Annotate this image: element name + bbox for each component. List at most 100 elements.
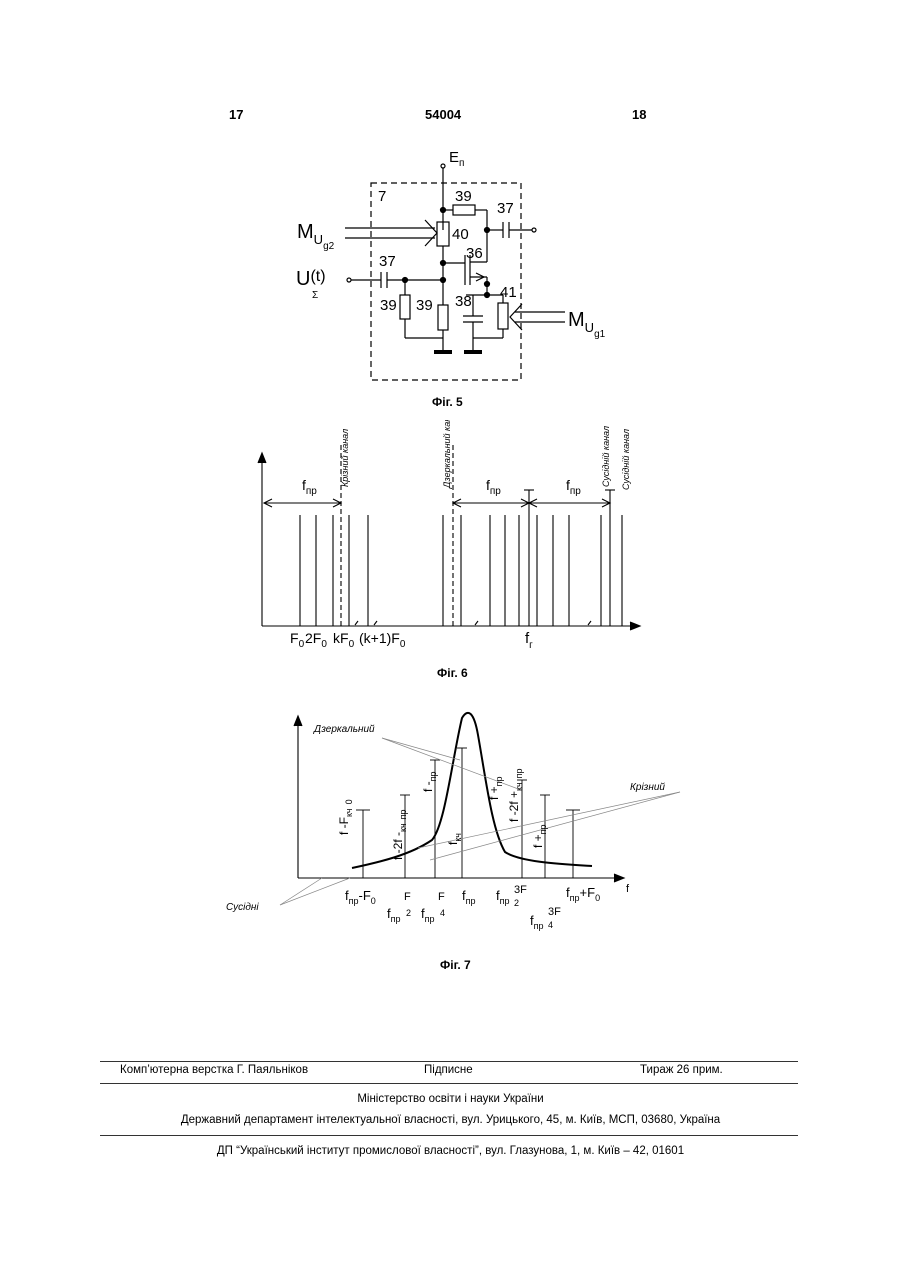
block-7-label: 7 <box>378 188 386 205</box>
axis-kF0-sub: 0 <box>349 639 355 650</box>
rot-r2: f -2f - <box>391 832 405 860</box>
legend-through: Крізний <box>630 782 665 793</box>
label-adjacent-channel-2: Сусідній канал <box>621 429 631 490</box>
svg-text:(k+1)F0: (k+1)F0 <box>359 630 406 650</box>
rot-r3-sub: кч <box>453 833 463 842</box>
fig6-fpr-left-sub: пр <box>306 486 317 497</box>
rot-r7-sub: пр <box>494 776 504 786</box>
footer-rule-3 <box>100 1135 798 1136</box>
axis-kF0: kF <box>333 630 349 646</box>
svg-text:f +пр: f +пр <box>487 776 504 800</box>
tick-h-sub: пр <box>570 893 580 903</box>
page-number-right: 18 <box>632 107 646 122</box>
svg-text:fкч: fкч <box>446 833 463 845</box>
supply-label: E <box>449 149 459 166</box>
rot-r4: f -2f + <box>507 791 521 822</box>
svg-text:Eп: Eп <box>449 149 464 169</box>
svg-text:fпр: fпр <box>566 477 581 497</box>
t36-label: 36 <box>466 245 483 262</box>
frequency-response-curve <box>352 713 592 868</box>
tick-h-rest-sub: 0 <box>595 893 600 903</box>
resistor-41 <box>498 303 508 329</box>
footer-signed: Підписне <box>424 1064 473 1076</box>
svg-text:MUg2: MUg2 <box>297 221 335 252</box>
tick-a-rest-sub: 0 <box>371 896 376 906</box>
usigma-arg: (t) <box>310 268 325 285</box>
svg-text:2F0: 2F0 <box>305 630 327 650</box>
fig7-caption: Фіг. 7 <box>440 958 471 972</box>
r39-left-label: 39 <box>380 297 397 314</box>
fig5-circuit-diagram: Eп 7 39 37 40 36 37 39 39 38 41 MUg2 U(t… <box>290 140 630 390</box>
footer-rule-2 <box>100 1083 798 1084</box>
footer-rule-1 <box>100 1061 798 1062</box>
fig6-fpr-mid-sub: пр <box>490 486 501 497</box>
tick-c-sub: пр <box>425 914 435 924</box>
svg-text:fпр-F0: fпр-F0 <box>345 888 376 906</box>
rot-r6: f - <box>421 781 435 792</box>
footer-print-run: Тираж 26 прим. <box>640 1064 723 1076</box>
svg-text:MUg1: MUg1 <box>568 309 606 340</box>
svg-text:fпр: fпр <box>462 888 476 906</box>
tick-g-den: 4 <box>548 920 553 930</box>
tick-e-sub: пр <box>500 896 510 906</box>
rot-r2-sub: кч <box>398 823 408 832</box>
tick-e-den: 2 <box>514 898 519 908</box>
axis-f: f <box>626 883 630 895</box>
rot-r7: f + <box>487 786 501 800</box>
fig5-caption: Фіг. 5 <box>432 395 463 409</box>
rot-r1-sub2: 0 <box>344 799 354 804</box>
rot-r4-sub2: пр <box>514 768 524 778</box>
fig6-fpr-right-sub: пр <box>570 486 581 497</box>
tick-h-rest: +F <box>580 885 596 900</box>
axis-k1F0: (k+1)F <box>359 630 400 646</box>
usigma-sub: Σ <box>312 290 318 301</box>
rot-r1-sub: кч <box>344 808 354 817</box>
tick-c-frac: F <box>438 891 445 903</box>
fig6-spectrum-diagram: fпр fпр fпр Крізний канал Дзеркальний ка… <box>250 420 650 660</box>
tick-g-sub: пр <box>534 921 544 931</box>
label-adjacent-channel-1: Сусідній канал <box>601 426 611 487</box>
footer-institute: ДП “Український інститут промислової вла… <box>0 1145 901 1157</box>
footer-department: Державний департамент інтелектуальної вл… <box>0 1114 901 1126</box>
svg-text:F0: F0 <box>290 630 305 650</box>
rot-r5-sub: пр <box>538 824 548 834</box>
resistor-39-top <box>453 205 475 215</box>
fig7-response-diagram: Дзеркальний Крізний Сусідні f fпр-F0 fпр… <box>215 700 685 935</box>
c38-label: 38 <box>455 293 472 310</box>
axis-F0: F <box>290 630 299 646</box>
rot-r4-sub: кч <box>514 782 524 791</box>
label-through-channel: Крізний канал <box>340 429 350 487</box>
tick-g-frac: 3F <box>548 906 561 918</box>
axis-k1F0-sub: 0 <box>400 639 406 650</box>
fig6-caption: Фіг. 6 <box>437 666 468 680</box>
tick-e-frac: 3F <box>514 884 527 896</box>
axis-2F0: 2F <box>305 630 321 646</box>
mug1-sub: U <box>585 320 594 335</box>
legend-adjacent: Сусідні <box>226 902 259 913</box>
mug2-label: M <box>297 221 314 243</box>
r39-mid-label: 39 <box>416 297 433 314</box>
mug1-label: M <box>568 309 585 331</box>
svg-text:kF0: kF0 <box>333 630 355 650</box>
legend-mirror: Дзеркальний <box>313 724 375 735</box>
c37-left-label: 37 <box>379 253 396 270</box>
c37-right-label: 37 <box>497 200 514 217</box>
svg-text:fпр: fпр <box>530 913 544 931</box>
footer-layout: Комп’ютерна верстка Г. Паяльніков <box>120 1064 308 1076</box>
tick-a-rest: -F <box>359 888 371 903</box>
svg-text:f -Fкч0: f -Fкч0 <box>337 799 354 835</box>
svg-text:fпр: fпр <box>486 477 501 497</box>
page-number-left: 17 <box>229 107 243 122</box>
axis-F0-sub: 0 <box>299 639 305 650</box>
svg-text:fпр+F0: fпр+F0 <box>566 885 600 903</box>
tick-c-den: 4 <box>440 908 445 918</box>
r39-top-label: 39 <box>455 188 472 205</box>
document-number: 54004 <box>425 107 461 122</box>
svg-text:U(t): U(t) <box>296 268 326 290</box>
tick-b-sub: пр <box>391 914 401 924</box>
r41-label: 41 <box>500 284 517 301</box>
usigma-label: U <box>296 268 310 290</box>
svg-text:fпр: fпр <box>387 906 401 924</box>
footer-ministry: Міністерство освіти і науки України <box>0 1093 901 1105</box>
tick-a-sub: пр <box>349 896 359 906</box>
